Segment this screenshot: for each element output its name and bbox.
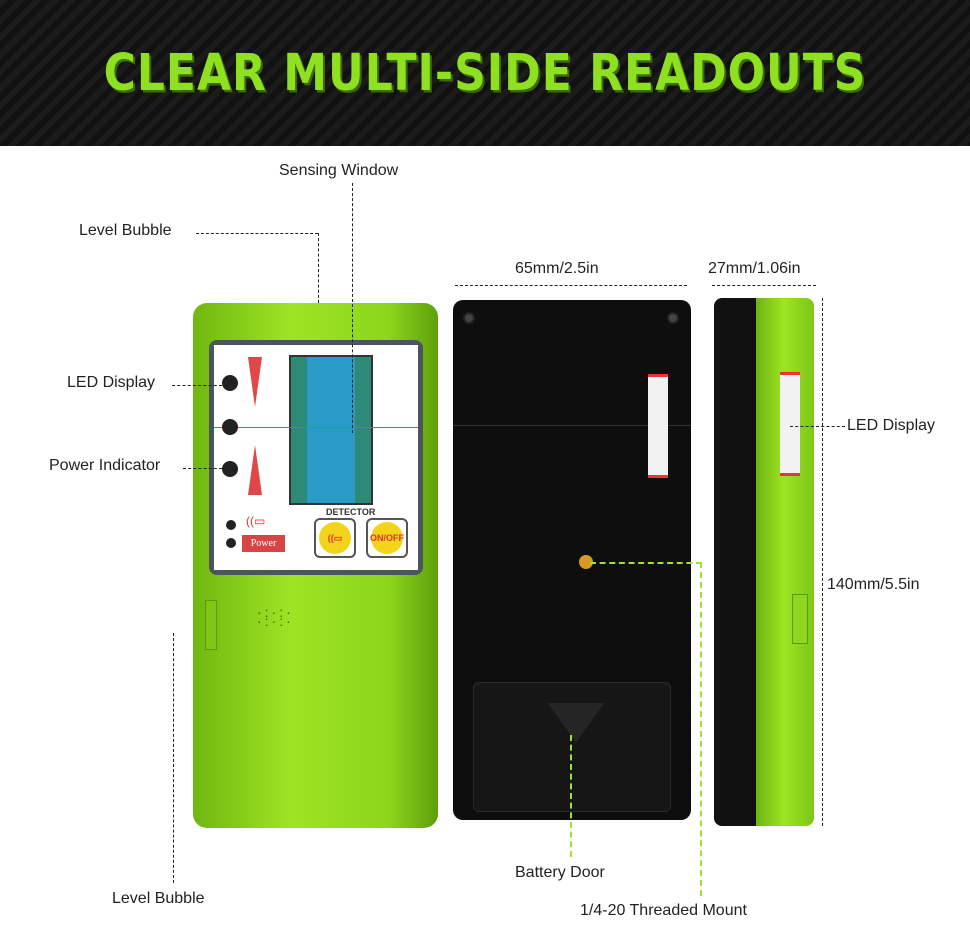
sensing-window: [289, 355, 373, 505]
detector-back-view: [453, 300, 691, 820]
dimension-line: [455, 285, 687, 286]
label-led-display: LED Display: [67, 374, 156, 391]
label-level-bubble-top: Level Bubble: [79, 222, 172, 239]
label-battery-door: Battery Door: [515, 864, 605, 881]
title-banner: CLEAR MULTI-SIDE READOUTS: [0, 0, 970, 146]
leader-line: [790, 426, 845, 427]
screw: [463, 312, 475, 324]
label-depth: 27mm/1.06in: [708, 260, 801, 277]
side-level-bubble: [792, 594, 808, 644]
dimension-line: [822, 298, 823, 826]
leader-line: [590, 562, 702, 564]
dimension-line: [712, 285, 816, 286]
led-center: [222, 419, 238, 435]
label-sensing-window: Sensing Window: [279, 162, 399, 179]
battery-door[interactable]: [473, 682, 671, 812]
sound-button[interactable]: ((▭: [314, 518, 356, 558]
rear-led-window: [648, 374, 668, 478]
led-down: [222, 461, 238, 477]
leader-line: [196, 233, 318, 234]
power-indicator: [226, 538, 236, 548]
detector-side-view: [714, 298, 814, 826]
power-label: Power: [242, 535, 285, 552]
arrow-down-icon: [248, 357, 262, 407]
speaker-icon: ((▭: [246, 514, 266, 528]
label-level-bubble-bottom: Level Bubble: [112, 890, 205, 907]
leader-line: [700, 562, 702, 896]
arrow-up-icon: [248, 445, 262, 495]
led-up: [222, 375, 238, 391]
banner-title: CLEAR MULTI-SIDE READOUTS: [103, 43, 867, 103]
leader-line: [183, 468, 222, 469]
leader-line: [352, 183, 353, 433]
side-led-window: [780, 372, 800, 476]
speaker-grille: ·:·:··:·:·: [257, 604, 294, 629]
leader-line: [172, 385, 222, 386]
center-line: [214, 427, 418, 428]
label-width: 65mm/2.5in: [515, 260, 599, 277]
leader-line: [173, 633, 174, 883]
level-bubble: [205, 600, 217, 650]
screw: [667, 312, 679, 324]
detector-front-view: ((▭ Power DETECTOR ((▭ ON/OFF ·:·:··:·:·: [193, 303, 438, 828]
threaded-mount: [579, 555, 593, 569]
detector-label: DETECTOR: [326, 507, 376, 517]
center-mark: [453, 425, 691, 426]
label-height: 140mm/5.5in: [827, 576, 920, 593]
label-power-indicator: Power Indicator: [49, 457, 161, 474]
display-panel: ((▭ Power DETECTOR ((▭ ON/OFF: [209, 340, 423, 575]
leader-line: [570, 735, 572, 857]
label-led-display-side: LED Display: [847, 417, 936, 434]
grip-icon: [548, 703, 604, 743]
label-threaded-mount: 1/4-20 Threaded Mount: [580, 902, 747, 919]
on-off-label: ON/OFF: [370, 522, 404, 554]
leader-line: [318, 233, 319, 303]
power-button[interactable]: ON/OFF: [366, 518, 408, 558]
sound-indicator: [226, 520, 236, 530]
speaker-icon: ((▭: [319, 522, 351, 554]
